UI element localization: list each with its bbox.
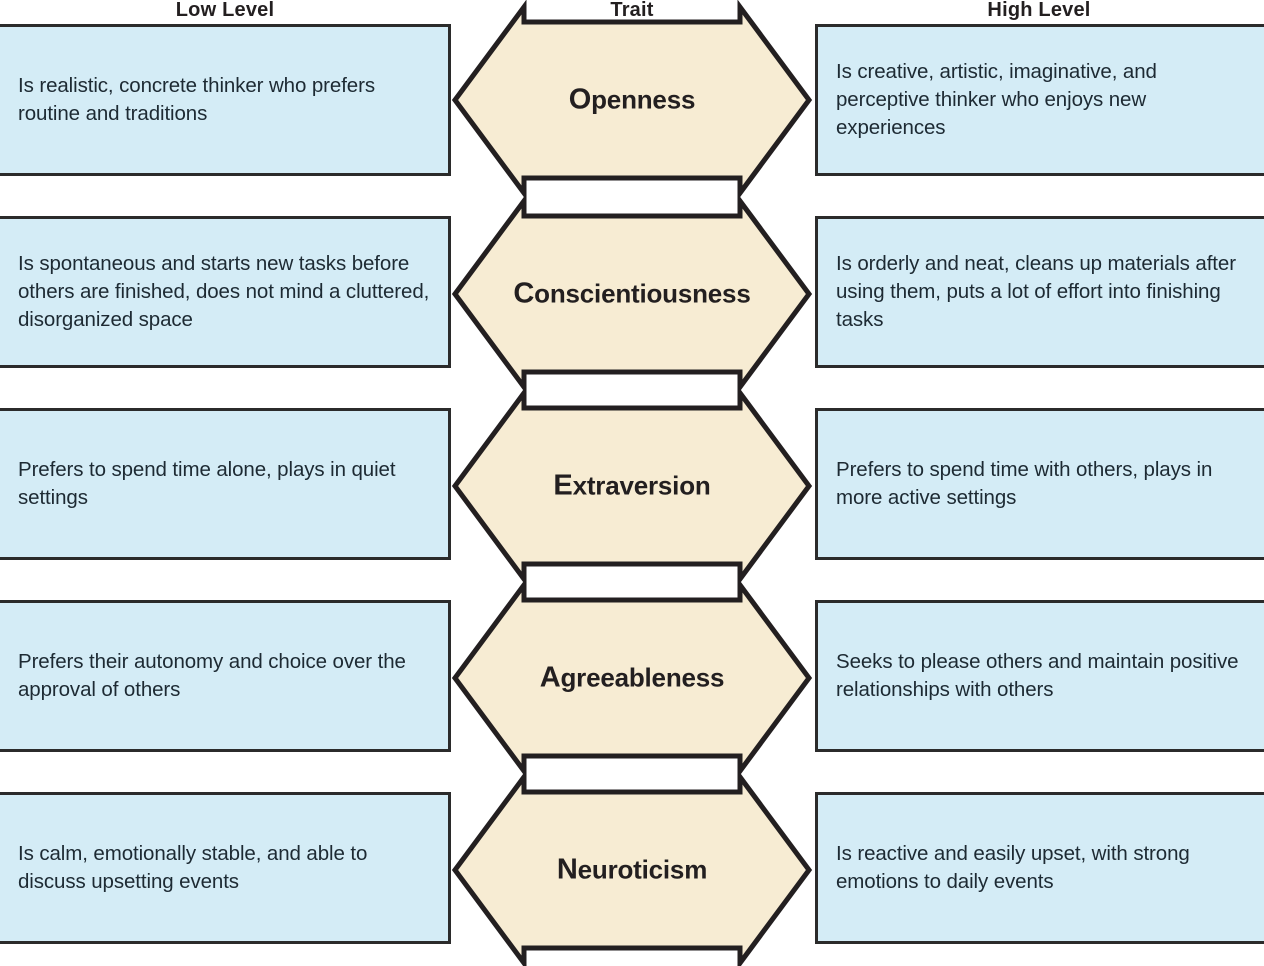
high-level-description-box: Prefers to spend time with others, plays… xyxy=(815,408,1264,560)
trait-double-arrow: Agreeableness xyxy=(451,577,813,779)
high-level-description-text: Is reactive and easily upset, with stron… xyxy=(836,841,1190,893)
column-headers: Low Level Trait High Level xyxy=(0,0,1264,26)
high-level-description-box: Seeks to please others and maintain posi… xyxy=(815,600,1264,752)
low-level-description-box: Prefers to spend time alone, plays in qu… xyxy=(0,408,451,560)
high-level-description-box: Is creative, artistic, imaginative, and … xyxy=(815,24,1264,176)
low-level-description-box: Prefers their autonomy and choice over t… xyxy=(0,600,451,752)
low-level-description-box: Is spontaneous and starts new tasks befo… xyxy=(0,216,451,368)
column-header-trait: Trait xyxy=(610,0,654,21)
trait-double-arrow: Extraversion xyxy=(451,385,813,587)
low-level-description-text: Is realistic, concrete thinker who prefe… xyxy=(18,73,375,125)
high-level-description-text: Prefers to spend time with others, plays… xyxy=(836,457,1213,509)
high-level-description-box: Is reactive and easily upset, with stron… xyxy=(815,792,1264,944)
high-level-description-text: Seeks to please others and maintain posi… xyxy=(836,649,1239,701)
high-level-description-text: Is creative, artistic, imaginative, and … xyxy=(836,59,1157,140)
low-level-description-box: Is realistic, concrete thinker who prefe… xyxy=(0,24,451,176)
trait-double-arrow: Openness xyxy=(451,0,813,201)
low-level-description-text: Is calm, emotionally stable, and able to… xyxy=(18,841,368,893)
double-headed-arrow-icon xyxy=(451,577,813,779)
column-header-low-level: Low Level xyxy=(175,0,275,21)
trait-double-arrow: Conscientiousness xyxy=(451,193,813,395)
low-level-description-text: Is spontaneous and starts new tasks befo… xyxy=(18,251,430,332)
double-headed-arrow-icon xyxy=(451,769,813,966)
double-headed-arrow-icon xyxy=(451,0,813,201)
high-level-description-box: Is orderly and neat, cleans up materials… xyxy=(815,216,1264,368)
low-level-description-text: Prefers to spend time alone, plays in qu… xyxy=(18,457,396,509)
double-headed-arrow-icon xyxy=(451,193,813,395)
trait-double-arrow: Neuroticism xyxy=(451,769,813,966)
low-level-description-box: Is calm, emotionally stable, and able to… xyxy=(0,792,451,944)
double-headed-arrow-icon xyxy=(451,385,813,587)
column-header-high-level: High Level xyxy=(987,0,1091,21)
low-level-description-text: Prefers their autonomy and choice over t… xyxy=(18,649,406,701)
high-level-description-text: Is orderly and neat, cleans up materials… xyxy=(836,251,1236,332)
